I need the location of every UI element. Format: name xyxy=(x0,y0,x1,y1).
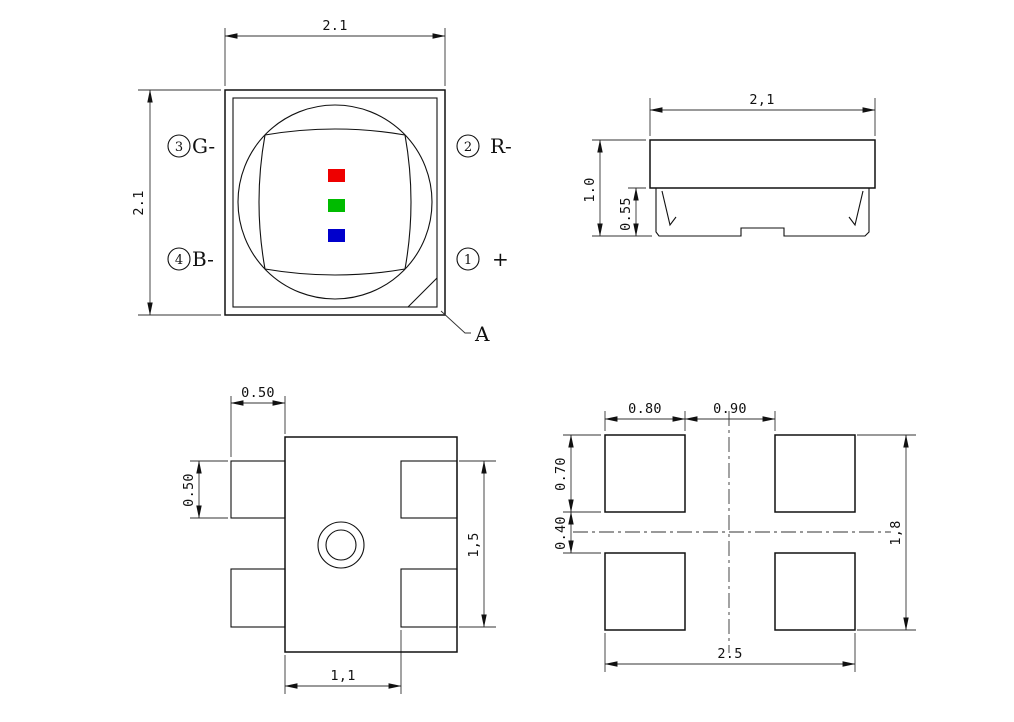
pin-number-circle xyxy=(167,247,191,271)
green-chip xyxy=(328,199,345,212)
bottom-view-inner-width-label: 1,1 xyxy=(330,668,355,684)
side-view-width-dimension: 2,1 xyxy=(649,92,876,136)
left-lead xyxy=(661,190,677,227)
pin-label: + xyxy=(492,247,509,271)
pin-number-circle xyxy=(456,247,480,271)
pin-number: 3 xyxy=(175,140,183,155)
top-view-height-dimension: 2.1 xyxy=(131,89,221,316)
land-pad-bottom-left xyxy=(604,552,686,631)
land-total-height-dimension: 1,8 xyxy=(857,434,916,631)
bottom-view-pad-height-dimension: 0.50 xyxy=(181,460,228,519)
top-view-width-dimension: 2.1 xyxy=(224,18,446,86)
bottom-pad-bottom-left xyxy=(230,568,286,628)
bottom-pad-top-right xyxy=(400,460,458,519)
pin-4-blue-cathode: 4 B- xyxy=(167,247,214,271)
pad-layout-view: 0.80 0.90 0.70 0.40 1,8 2.5 xyxy=(553,401,916,672)
bottom-body xyxy=(284,436,458,653)
side-view: 2,1 1.0 0.55 xyxy=(582,92,876,237)
land-total-height-label: 1,8 xyxy=(888,520,904,545)
side-view-base-height-dimension: 0.55 xyxy=(618,187,646,237)
land-gap-label: 0.90 xyxy=(713,401,747,417)
reflector-outline xyxy=(258,128,412,276)
pin-number-circle xyxy=(167,134,191,158)
land-total-width-dimension: 2.5 xyxy=(604,633,856,672)
corner-mark-label: A xyxy=(474,322,490,346)
side-view-base-height-label: 0.55 xyxy=(618,197,634,231)
land-pad-height-dimension: 0.70 xyxy=(553,434,601,513)
bottom-view-pad-width-dimension: 0.50 xyxy=(230,385,286,457)
thermal-pad-inner-circle xyxy=(325,529,357,561)
bottom-view: 0.50 0.50 1,5 1,1 xyxy=(181,385,496,694)
land-pad-width-dimension: 0.80 xyxy=(604,401,776,431)
bottom-view-pad-height-label: 0.50 xyxy=(181,473,197,507)
pin-2-red-cathode: 2 R- xyxy=(456,134,512,158)
side-body xyxy=(649,139,876,189)
pin-label: B- xyxy=(192,247,214,271)
package-outline xyxy=(224,89,446,316)
bottom-view-span-label: 1,5 xyxy=(466,532,482,557)
leader-line xyxy=(440,310,471,334)
bottom-view-pad-width-label: 0.50 xyxy=(241,385,275,401)
top-view-height-label: 2.1 xyxy=(131,190,147,215)
pin-number: 2 xyxy=(464,140,472,155)
corner-chamfer xyxy=(407,277,438,308)
side-view-height-dimension: 1.0 xyxy=(582,139,652,237)
pin-number-circle xyxy=(456,134,480,158)
land-pad-height-label: 0.70 xyxy=(553,457,569,491)
land-total-width-label: 2.5 xyxy=(717,646,742,662)
corner-mark-callout: A xyxy=(440,310,490,346)
side-view-width-label: 2,1 xyxy=(749,92,774,108)
blue-chip xyxy=(328,229,345,242)
bottom-view-inner-width-dimension: 1,1 xyxy=(284,630,402,694)
pin-3-green-cathode: 3 G- xyxy=(167,134,215,158)
land-pad-top-left xyxy=(604,434,686,513)
pin-1-anode: 1 + xyxy=(456,247,509,271)
pin-number: 4 xyxy=(175,253,183,268)
land-pad-top-right xyxy=(774,434,856,513)
package-inner-outline xyxy=(232,97,438,308)
side-base-outline xyxy=(655,188,870,237)
bottom-pad-bottom-right xyxy=(400,568,458,628)
land-vertical-gap-label: 0.40 xyxy=(553,516,569,550)
land-pad-bottom-right xyxy=(774,552,856,631)
side-view-height-label: 1.0 xyxy=(582,177,598,202)
land-gap-dimension: 0.90 xyxy=(684,401,776,422)
right-lead xyxy=(848,190,864,227)
red-chip xyxy=(328,169,345,182)
thermal-pad-outer-circle xyxy=(317,521,365,569)
pin-number: 1 xyxy=(464,253,472,268)
land-vertical-gap-dimension: 0.40 xyxy=(553,511,601,554)
lens-circle xyxy=(237,104,433,300)
pin-label: G- xyxy=(192,134,215,158)
pin-label: R- xyxy=(490,134,512,158)
top-view: 2.1 2.1 3 G- 2 R- 4 B- xyxy=(131,18,512,346)
bottom-view-span-dimension: 1,5 xyxy=(459,460,496,628)
top-view-width-label: 2.1 xyxy=(322,18,347,34)
bottom-pad-top-left xyxy=(230,460,286,519)
land-pad-width-label: 0.80 xyxy=(628,401,662,417)
